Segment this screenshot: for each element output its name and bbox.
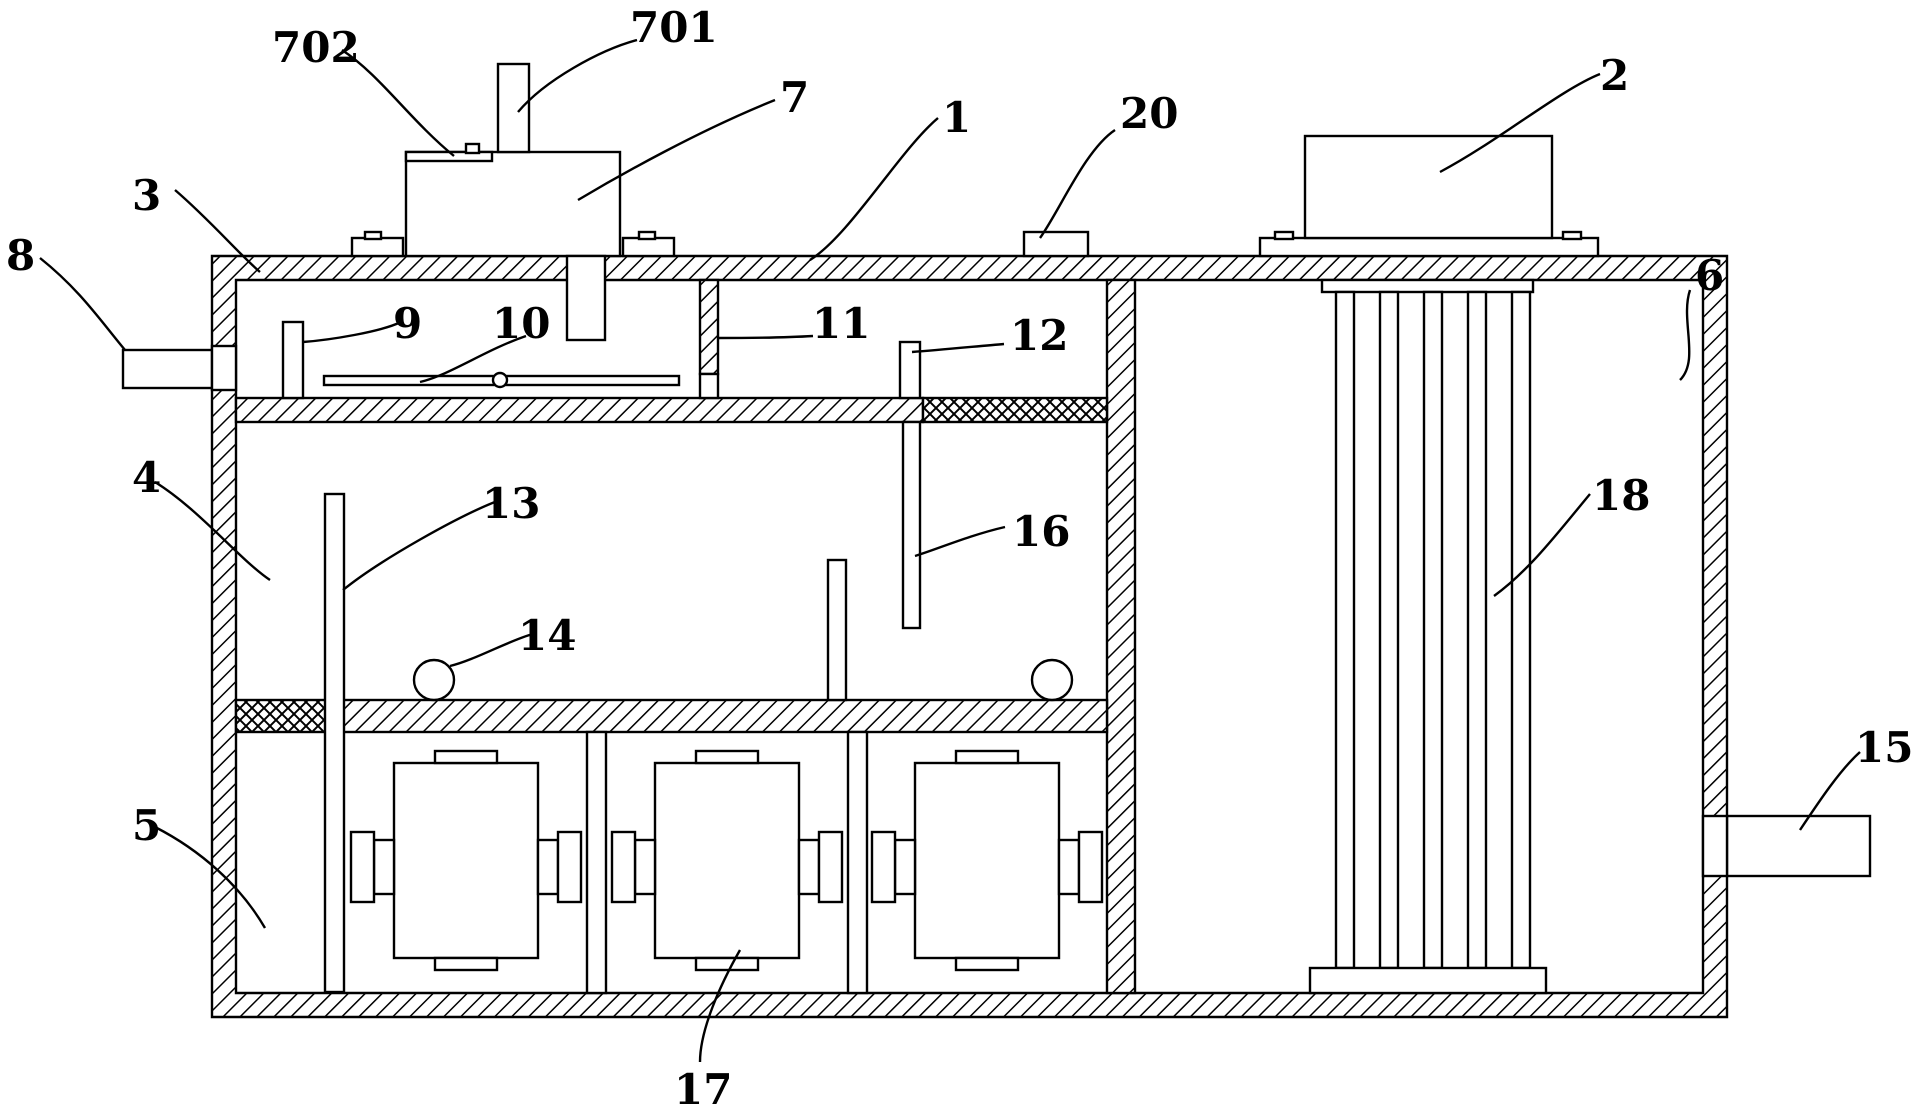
label-12: 12 <box>1010 311 1068 360</box>
label-9: 9 <box>393 299 422 348</box>
rod-16 <box>901 420 922 630</box>
label-7: 7 <box>780 73 809 122</box>
label-16: 16 <box>1012 507 1070 556</box>
label-11: 11 <box>812 299 870 348</box>
divider-plate <box>698 278 720 400</box>
label-702: 702 <box>272 23 360 72</box>
rod-10 <box>322 371 681 389</box>
motor-unit-2 <box>610 749 844 972</box>
motor-unit-1 <box>349 749 583 972</box>
label-8: 8 <box>6 231 35 280</box>
label-14: 14 <box>518 611 576 660</box>
outlet-pipe <box>1701 814 1872 878</box>
label-4: 4 <box>132 453 161 502</box>
motor-unit-3 <box>870 749 1104 972</box>
housing-walls <box>210 254 1729 1019</box>
label-3: 3 <box>132 171 161 220</box>
label-701: 701 <box>630 3 718 52</box>
label-6: 6 <box>1695 251 1724 300</box>
label-2: 2 <box>1600 51 1629 100</box>
label-18: 18 <box>1592 471 1650 520</box>
rod-13 <box>323 492 346 994</box>
upper-shelf <box>234 396 1109 424</box>
post-9 <box>281 320 305 400</box>
post-center <box>826 558 848 702</box>
label-1: 1 <box>942 93 971 142</box>
label-15: 15 <box>1855 723 1913 772</box>
inlet-pipe <box>121 344 238 392</box>
ball-14-right <box>1030 658 1074 702</box>
label-10: 10 <box>492 299 550 348</box>
ball-14-left <box>412 658 456 702</box>
leader-lines <box>39 38 1861 1063</box>
top-motor-box <box>404 62 622 342</box>
post-12 <box>898 340 922 400</box>
part-labels: 702 701 7 1 20 2 3 8 9 10 11 12 6 4 13 1… <box>6 3 1913 1113</box>
chamber5-divider-a <box>585 730 608 995</box>
label-5: 5 <box>132 801 161 850</box>
lower-shelf <box>234 698 1109 734</box>
tube-bundle <box>1308 278 1548 995</box>
top-right-unit <box>1303 134 1554 240</box>
label-17: 17 <box>674 1065 732 1113</box>
label-20: 20 <box>1120 89 1178 138</box>
central-partition <box>1105 278 1137 995</box>
label-13: 13 <box>482 479 540 528</box>
chamber5-divider-b <box>846 730 869 995</box>
